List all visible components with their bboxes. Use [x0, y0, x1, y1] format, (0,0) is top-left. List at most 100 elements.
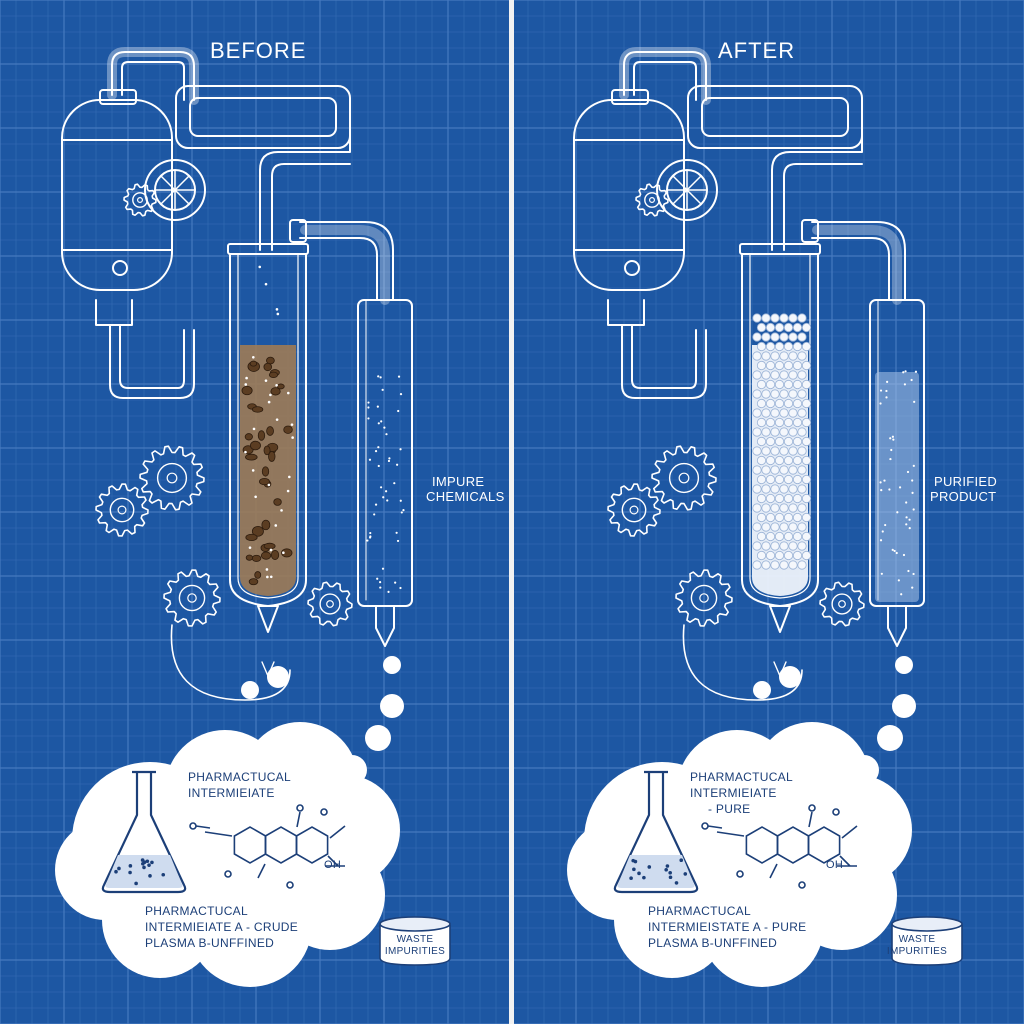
bubble [280, 509, 283, 512]
gear-lower [675, 569, 733, 627]
pump-gear-ring [644, 192, 660, 208]
gear-lower-ring [690, 584, 718, 612]
tube-speck [881, 530, 884, 533]
thought-bubble [753, 681, 771, 699]
tube-speck [379, 581, 382, 584]
process-apparatus [61, 47, 413, 701]
purified-bead [761, 446, 771, 456]
purified-bead [792, 341, 803, 352]
tube-speck [911, 586, 914, 589]
gear-lower-hub [699, 593, 709, 603]
flask-bubble [683, 872, 688, 876]
top-duct [175, 85, 351, 149]
purified-bead [792, 322, 803, 333]
after-cloud-sub-2: INTERMIEISTATE A - PURE [648, 920, 807, 934]
atom-o1 [701, 822, 709, 830]
purified-bead [788, 484, 798, 494]
impurity-particle [249, 360, 258, 367]
tube-speck [911, 491, 914, 494]
after-side-label-1: PURIFIED [934, 474, 998, 489]
pump-blade [160, 189, 176, 205]
tube-speck [890, 448, 893, 452]
tube-speck [367, 406, 370, 409]
atom-o3 [224, 870, 232, 878]
side-tube-nozzle [887, 605, 907, 647]
erlenmeyer-flask [101, 770, 187, 894]
purified-bead [765, 360, 776, 371]
molecule-bonds [707, 811, 858, 879]
purified-bead [801, 360, 812, 371]
molecule-structure [701, 804, 858, 889]
tube-speck [879, 402, 882, 405]
tube-speck [366, 539, 369, 542]
before-title: BEFORE [210, 38, 307, 63]
purified-bead [756, 379, 767, 390]
tube-speck [888, 488, 891, 491]
after-cloud-sub-3: PLASMA B-UNFFINED [648, 936, 778, 950]
pump-gear [123, 183, 157, 217]
purified-bead [761, 389, 771, 399]
gear-lower [163, 569, 221, 627]
pump-blade [686, 175, 702, 191]
tube-speck [397, 375, 401, 378]
tube-speck [903, 383, 907, 386]
purified-bead [756, 341, 767, 352]
bubble [275, 383, 278, 387]
info-cloud-lobe [732, 800, 852, 920]
tube-speck [373, 513, 376, 516]
purified-bead [774, 512, 785, 523]
purified-bead [756, 493, 767, 504]
flask-bubble [674, 881, 679, 885]
purified-bead [779, 408, 789, 418]
purified-bead [801, 341, 812, 352]
tube-speck [381, 567, 385, 570]
flask-bubble [668, 875, 673, 880]
thought-bubble [267, 666, 289, 688]
purified-bead [788, 427, 798, 437]
after-cloud-title-3: - PURE [708, 802, 751, 816]
ring-3 [295, 826, 329, 864]
purified-bead [792, 417, 803, 428]
tube-speck [397, 409, 400, 413]
tube-speck [913, 400, 916, 403]
after-side-label-2: PRODUCT [930, 489, 997, 504]
purified-bead [801, 512, 812, 523]
purified-bead [752, 313, 762, 323]
impurity-particle [263, 445, 271, 456]
column-cap [739, 243, 821, 255]
tube-speck [367, 417, 370, 420]
purified-bead [770, 389, 780, 399]
reactor-drain-inner [631, 324, 697, 389]
pump-blade [174, 175, 190, 191]
tube-speck [374, 503, 378, 506]
purified-bead [770, 408, 780, 418]
bubble [267, 400, 271, 404]
thought-bubble [895, 656, 913, 674]
bubble [244, 383, 248, 386]
impurity-particle [281, 548, 293, 558]
duct-downpipe-inner [271, 163, 351, 251]
after-cloud-title-1: PHARMACTUCAL [690, 770, 793, 784]
tube-speck [387, 590, 390, 593]
gear-large [651, 445, 717, 511]
tube-speck [896, 511, 899, 514]
atom-o2 [296, 804, 304, 812]
purified-bead [801, 436, 812, 447]
purified-bead [756, 474, 767, 485]
gear-lower-hub [187, 593, 197, 603]
tube-speck [889, 457, 892, 461]
side-pipe-outer [299, 221, 394, 301]
bubble [252, 355, 255, 359]
purified-bead [779, 313, 789, 323]
impurity-particle [259, 477, 270, 486]
tube-speck [904, 370, 907, 373]
purified-bead [761, 351, 771, 361]
flask-liquid [617, 855, 695, 888]
process-apparatus [573, 47, 925, 701]
purified-bead [792, 531, 803, 542]
purified-bead [792, 474, 803, 485]
tube-speck [897, 579, 900, 582]
purified-bead [770, 370, 780, 380]
tube-speck [399, 393, 403, 396]
info-cloud [55, 722, 400, 987]
